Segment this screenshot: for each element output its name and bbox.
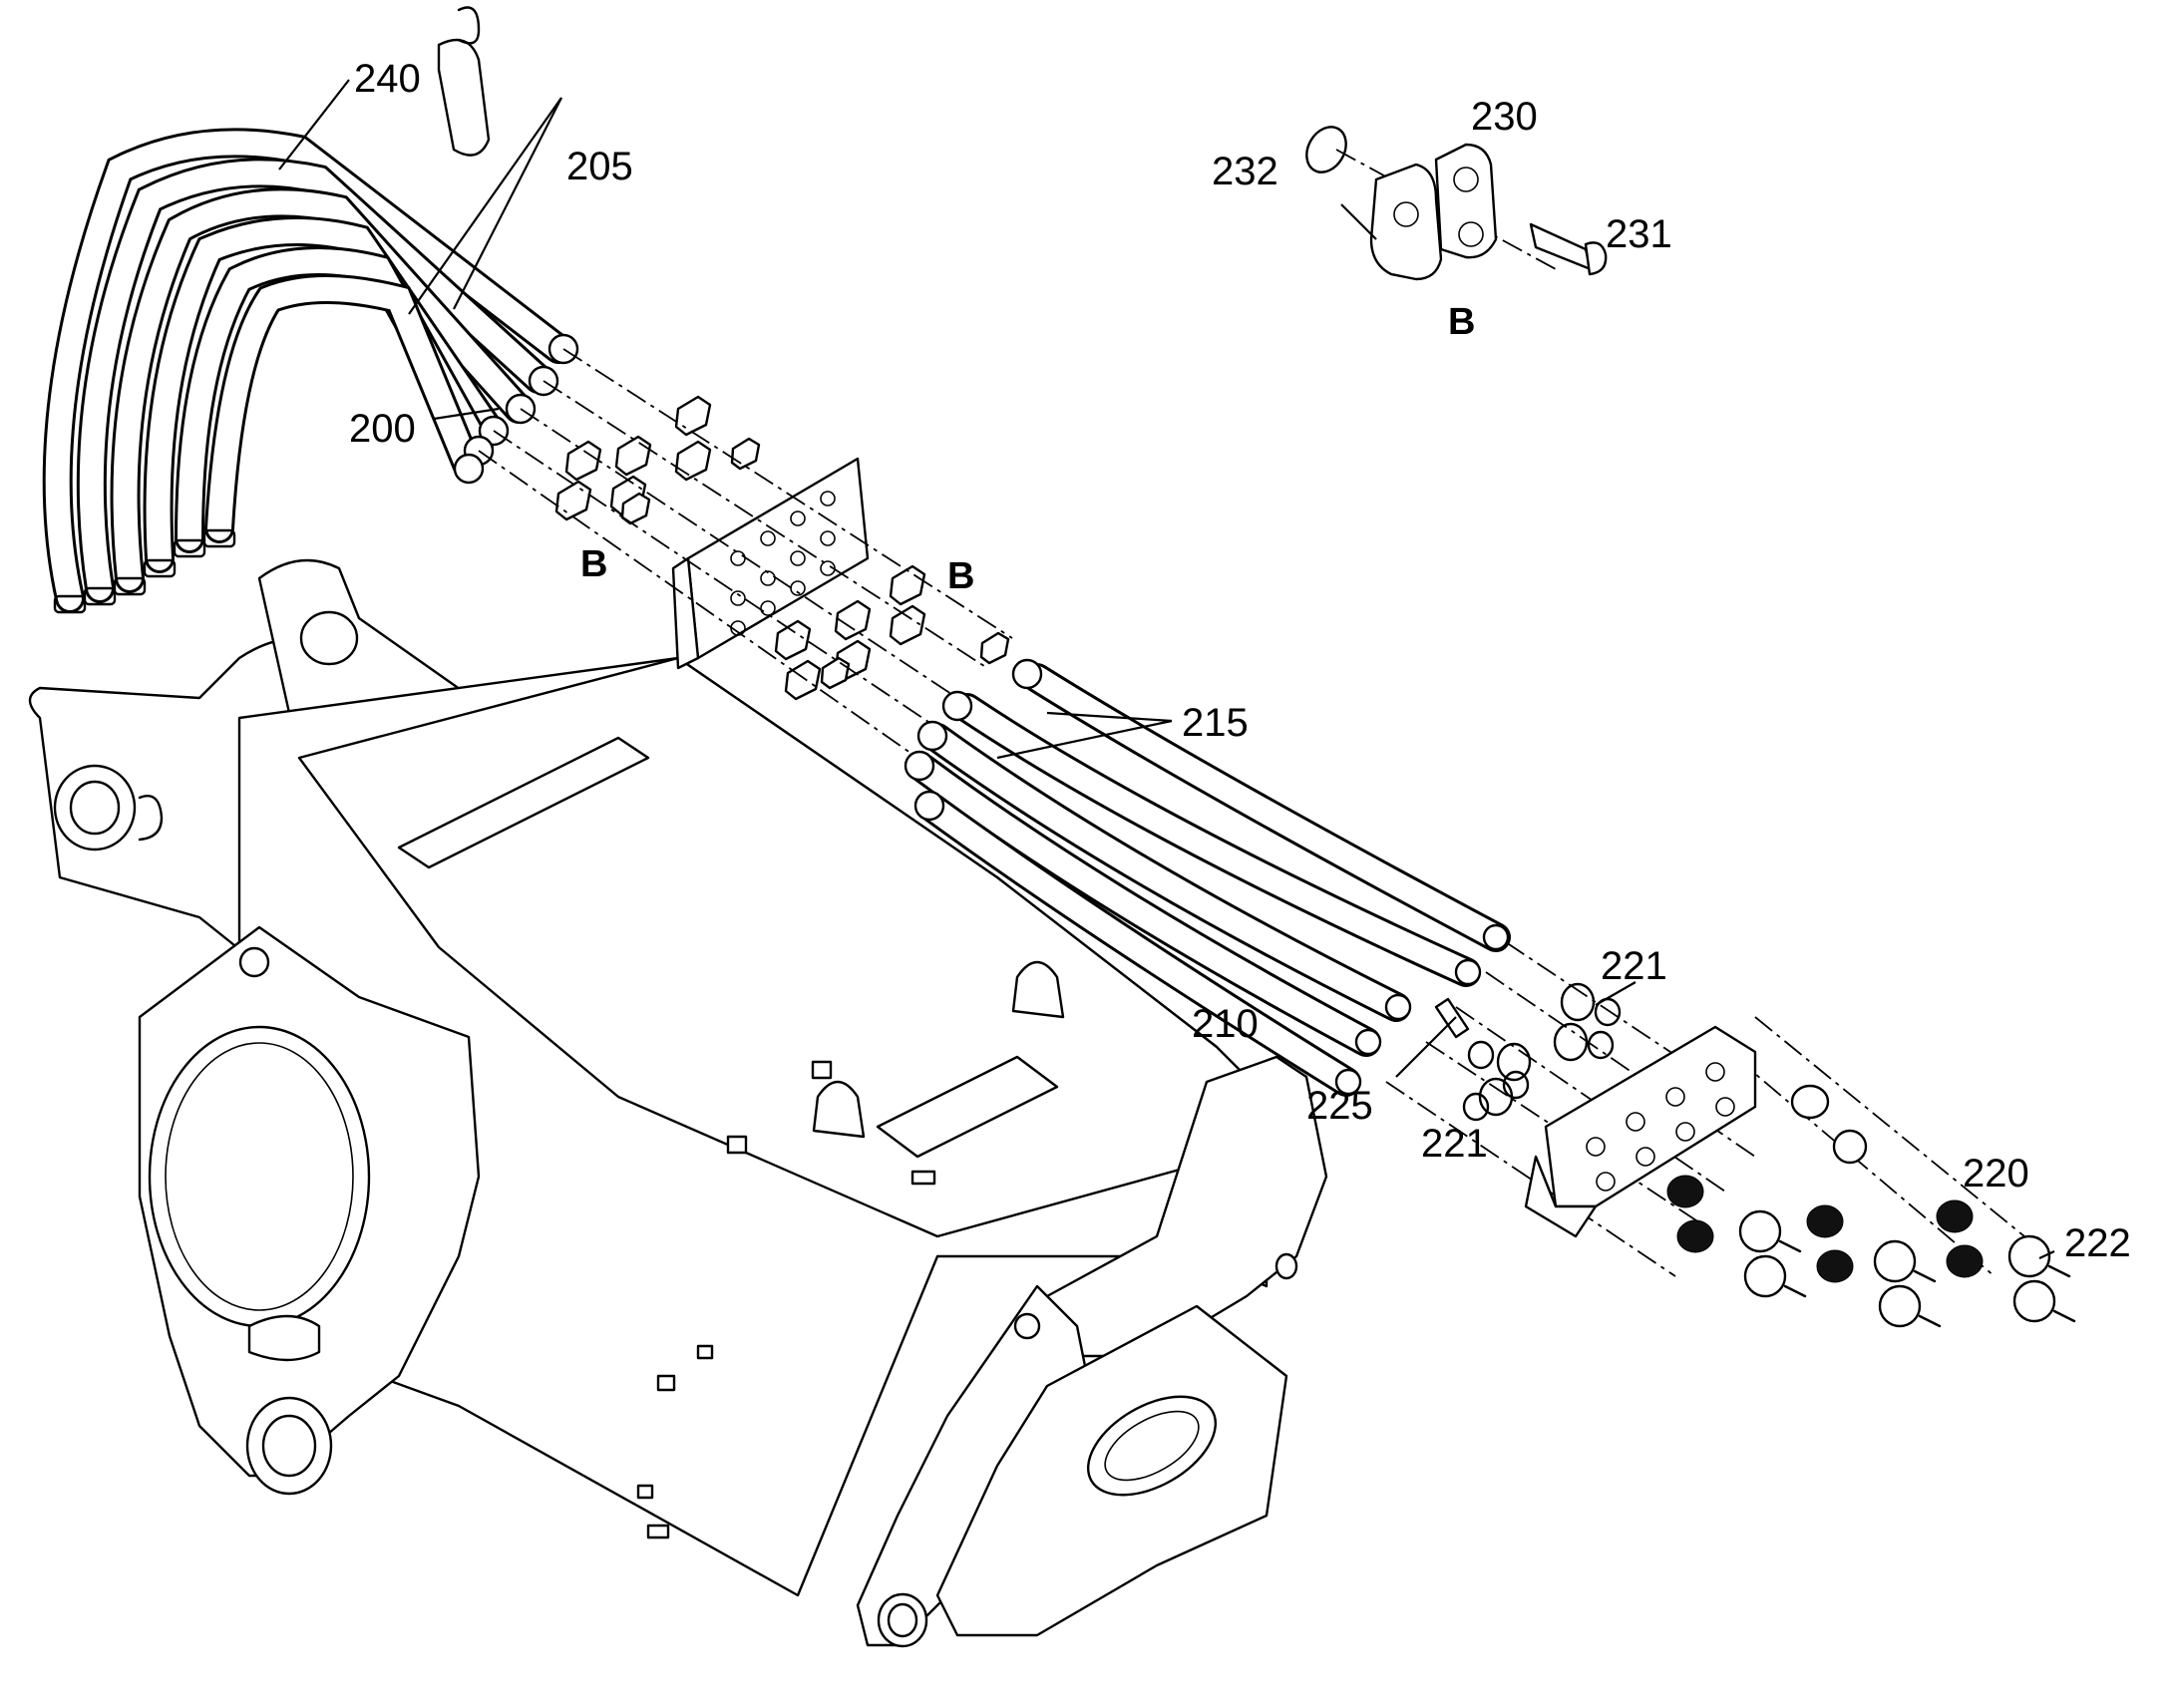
callout-231: 231 [1606,212,1672,256]
callout-205: 205 [566,145,633,188]
o-rings [1462,982,1622,1122]
coupling-bracket [1524,1025,1757,1238]
leader-lines [278,79,2055,1259]
split-flanges [554,395,1010,701]
callout-221-upper: 221 [1601,944,1667,988]
quick-couplers [1666,1084,2076,1328]
callout-210: 210 [1192,1002,1259,1046]
attachment-frame [28,558,1328,1648]
callout-labels: 240 205 200 215 210 225 221 221 220 222 … [349,57,2131,1265]
callout-240: 240 [354,57,421,101]
callout-232: 232 [1212,150,1278,193]
manifold-block [671,457,870,670]
callout-215: 215 [1182,701,1249,745]
detail-b [1305,126,1608,281]
callout-221-lower: 221 [1421,1122,1488,1166]
detail-letter-b-top: B [1448,301,1475,343]
callout-220: 220 [1963,1152,2029,1196]
hose-bundle-lower [904,658,1511,1097]
callout-230: 230 [1471,95,1538,139]
breather-plug [1434,997,1470,1039]
callout-225: 225 [1306,1084,1373,1128]
detail-letter-b-left: B [580,543,607,585]
hose-bundle-upper [42,128,579,614]
callout-200: 200 [349,407,416,451]
hose-tie [437,6,491,157]
detail-letter-b-mid: B [947,555,974,597]
callout-222: 222 [2064,1221,2131,1265]
